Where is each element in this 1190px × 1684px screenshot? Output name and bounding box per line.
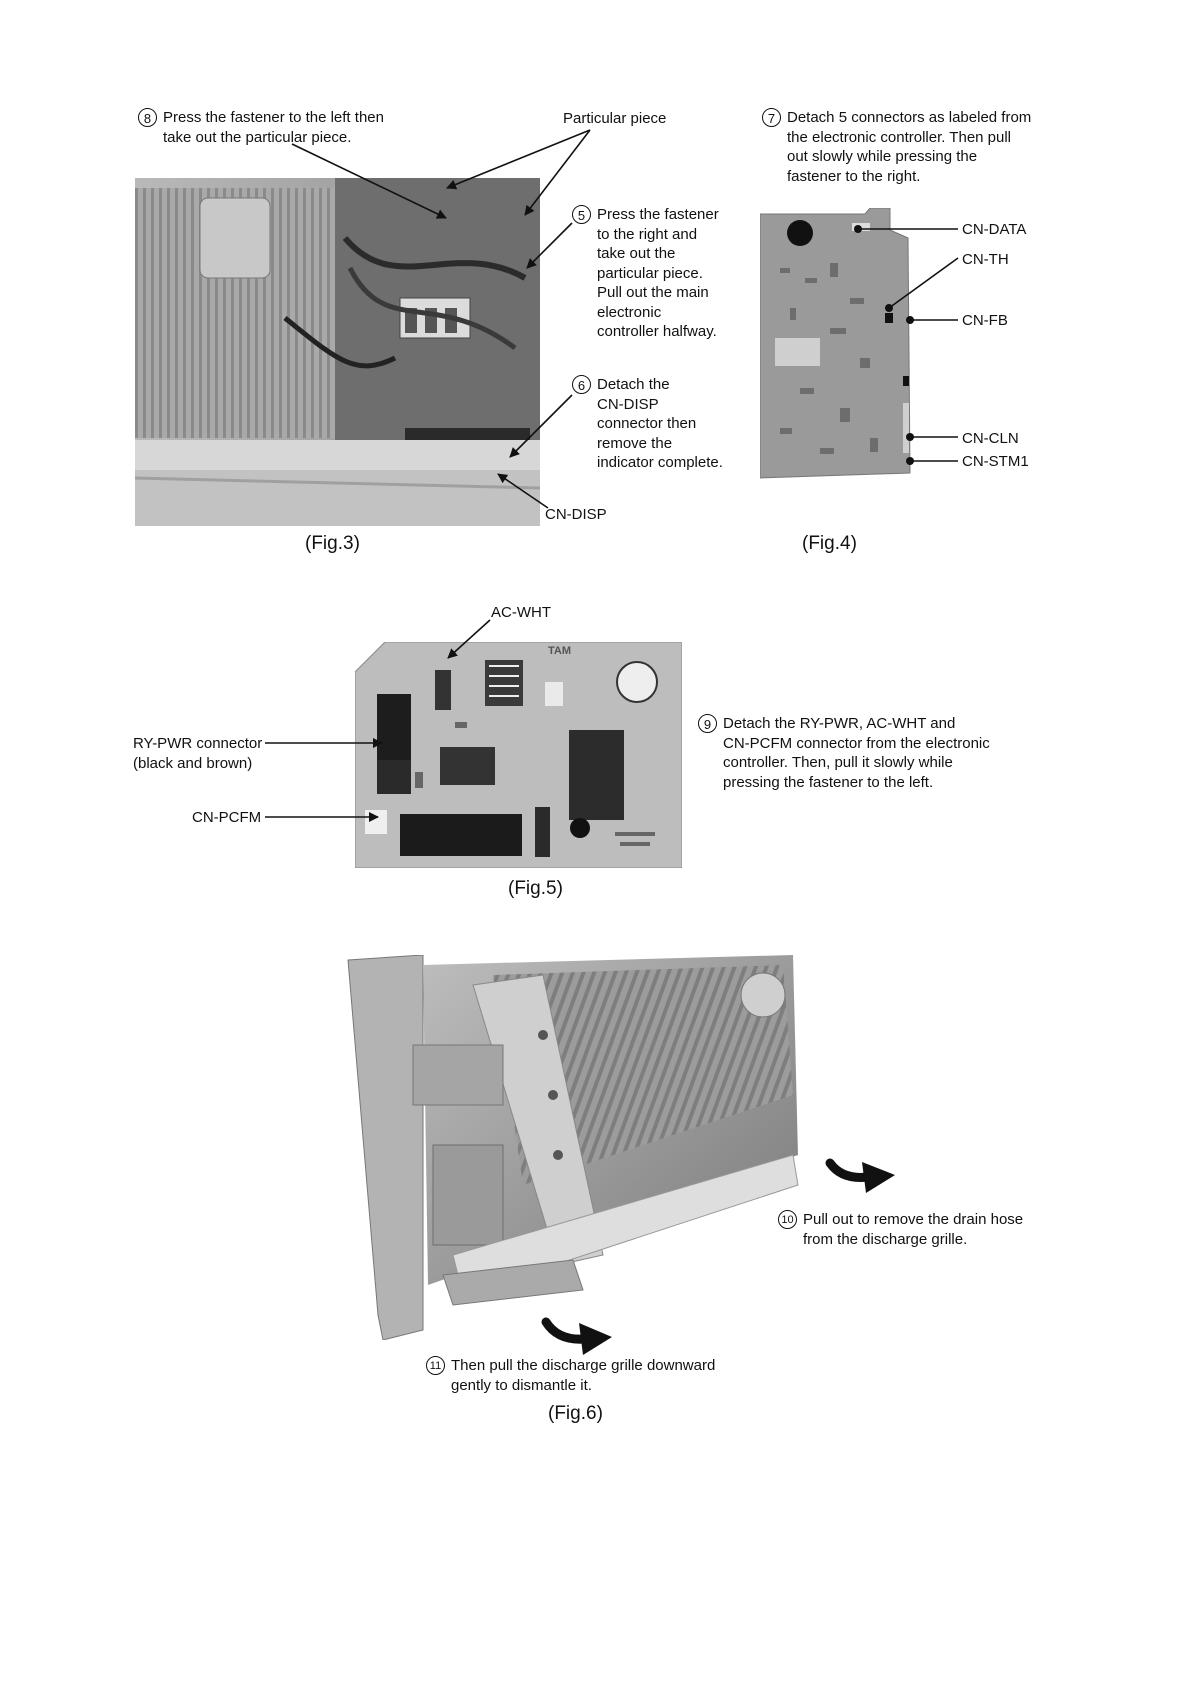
- step5-line-7: controller halfway.: [597, 323, 717, 340]
- step8-line-1: Press the fastener to the left then: [163, 109, 384, 126]
- connector-label-cn-stm1: CN-STM1: [962, 453, 1029, 470]
- step5-line-6: electronic: [597, 303, 662, 321]
- step10-line-1: Pull out to remove the drain hose: [803, 1211, 1024, 1228]
- step6-line-1: Detach the: [597, 376, 670, 393]
- board-print-tam: TAM: [548, 645, 572, 657]
- fig4-controller-photo: [759, 207, 915, 480]
- step9-instruction: 9 Detach the RY-PWR, AC-WHT and CN-PCFM …: [698, 714, 990, 792]
- step5-instruction: 5 Press the fastener to the right and ta…: [572, 205, 719, 342]
- cn-disp-label: CN-DISP: [545, 506, 607, 523]
- ry-pwr-line-2: (black and brown): [133, 754, 253, 772]
- step7-instruction: 7 Detach 5 connectors as labeled from th…: [762, 108, 1031, 186]
- step10-instruction: 10 Pull out to remove the drain hose fro…: [778, 1210, 1023, 1249]
- step9-line-2: CN-PCFM connector from the electronic: [723, 734, 990, 752]
- step-number-badge: 10: [778, 1210, 797, 1229]
- particular-piece-label: Particular piece: [563, 110, 667, 127]
- fig6-indoor-unit-photo: [343, 954, 803, 1341]
- step9-line-4: pressing the fastener to the left.: [723, 773, 934, 791]
- discharge-grille-illustration: [347, 954, 799, 1341]
- step5-line-5: Pull out the main: [597, 284, 709, 301]
- step5-line-1: Press the fastener: [597, 206, 719, 223]
- ry-pwr-line-1: RY-PWR connector: [133, 735, 263, 752]
- fig4-caption: (Fig.4): [802, 533, 857, 554]
- step-number-badge: 6: [572, 375, 591, 394]
- step6-line-2: CN-DISP: [597, 395, 659, 413]
- fig3-photo: [135, 178, 540, 526]
- step-number-badge: 5: [572, 205, 591, 224]
- step7-line-2: the electronic controller. Then pull: [787, 128, 1012, 146]
- step-number-badge: 8: [138, 108, 157, 127]
- step-number-badge: 7: [762, 108, 781, 127]
- connector-label-cn-data: CN-DATA: [962, 221, 1027, 238]
- step6-line-4: remove the: [597, 434, 673, 452]
- ry-pwr-connector-label: RY-PWR connector (black and brown): [133, 734, 262, 773]
- step-number-badge: 11: [426, 1356, 445, 1375]
- indoor-unit-interior-illustration: [135, 178, 540, 526]
- step5-line-3: take out the: [597, 245, 676, 262]
- step11-instruction: 11 Then pull the discharge grille downwa…: [426, 1356, 715, 1395]
- electronic-controller-board-illustration: [759, 207, 911, 479]
- curved-arrow-icon: [825, 1158, 895, 1193]
- step9-line-3: controller. Then, pull it slowly while: [723, 754, 953, 771]
- power-board-illustration: [354, 641, 683, 869]
- step7-line-4: fastener to the right.: [787, 167, 921, 185]
- step6-line-3: connector then: [597, 415, 697, 432]
- step-number-badge: 9: [698, 714, 717, 733]
- step7-line-1: Detach 5 connectors as labeled from: [787, 109, 1032, 126]
- ac-wht-label: AC-WHT: [491, 604, 551, 621]
- step11-line-2: gently to dismantle it.: [451, 1376, 592, 1394]
- step7-line-3: out slowly while pressing the: [787, 148, 978, 165]
- connector-label-cn-th: CN-TH: [962, 251, 1009, 268]
- fig5-caption: (Fig.5): [508, 878, 563, 899]
- step6-line-5: indicator complete.: [597, 454, 723, 471]
- step5-line-2: to the right and: [597, 225, 698, 243]
- step6-instruction: 6 Detach the CN-DISP connector then remo…: [572, 375, 723, 473]
- fig5-power-board-photo: TAM: [354, 641, 683, 869]
- step11-line-1: Then pull the discharge grille downward: [451, 1357, 716, 1374]
- fig3-caption: (Fig.3): [305, 533, 360, 554]
- step10-line-2: from the discharge grille.: [803, 1230, 968, 1248]
- cn-pcfm-label: CN-PCFM: [192, 809, 262, 826]
- step5-line-4: particular piece.: [597, 264, 703, 282]
- step9-line-1: Detach the RY-PWR, AC-WHT and: [723, 715, 956, 732]
- fig6-caption: (Fig.6): [548, 1403, 603, 1424]
- connector-label-cn-cln: CN-CLN: [962, 430, 1019, 447]
- connector-label-cn-fb: CN-FB: [962, 312, 1008, 329]
- step8-line-2: take out the particular piece.: [163, 128, 352, 146]
- step8-instruction: 8 Press the fastener to the left then ta…: [138, 108, 384, 147]
